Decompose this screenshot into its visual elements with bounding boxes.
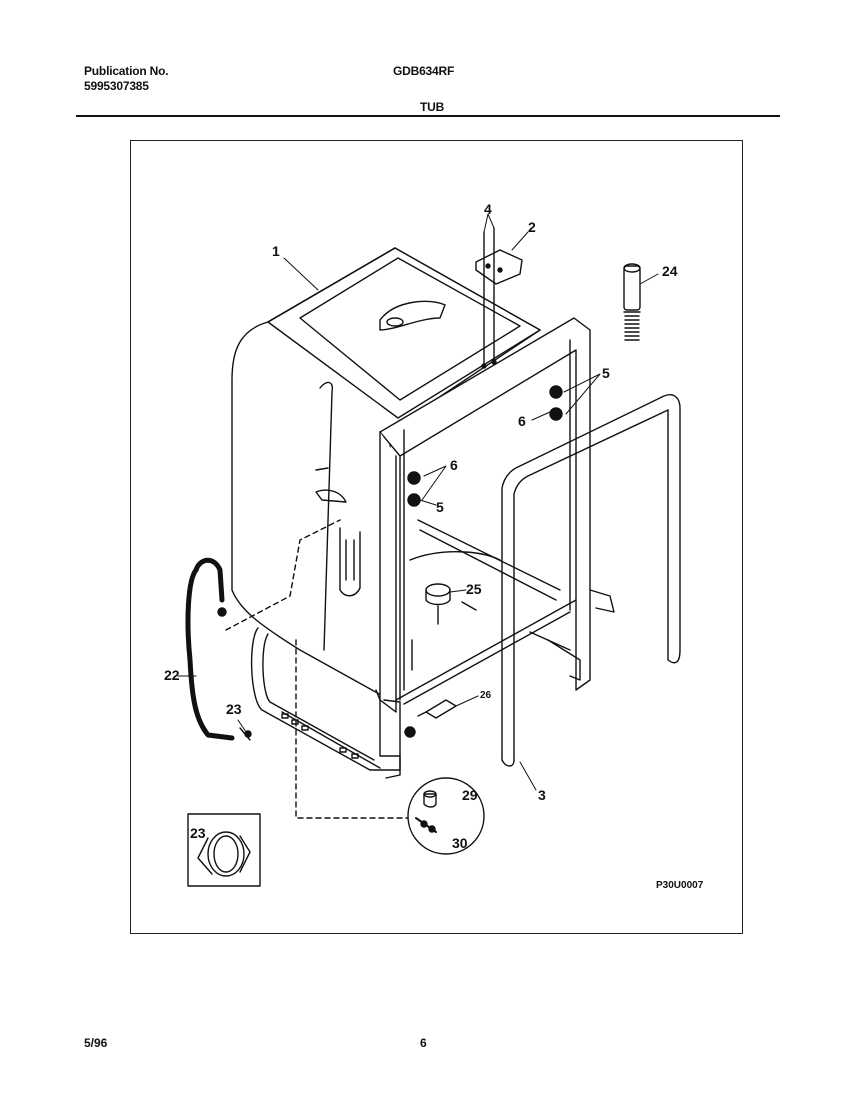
mounting-bracket	[475, 227, 523, 369]
publication-label: Publication No.	[84, 64, 169, 78]
callout-25: 25	[466, 581, 482, 597]
page-number: 6	[420, 1036, 427, 1050]
section-title: TUB	[420, 100, 445, 114]
base-rail	[250, 627, 401, 779]
model-number: GDB634RF	[393, 64, 455, 78]
callout-29: 29	[462, 787, 478, 803]
leveling-leg	[623, 263, 641, 341]
callout-6-right: 6	[518, 413, 526, 429]
callout-3: 3	[538, 787, 546, 803]
callout-23-detail: 23	[190, 825, 206, 841]
callout-30: 30	[452, 835, 468, 851]
callout-1: 1	[272, 243, 280, 259]
callout-26: 26	[480, 690, 492, 701]
detail-circle	[407, 777, 485, 855]
door-frame	[379, 317, 615, 713]
footer-date: 5/96	[84, 1036, 108, 1050]
door-gasket	[501, 394, 681, 767]
connector-part	[417, 699, 457, 719]
callout-5-right: 5	[602, 365, 610, 381]
base-bolt	[404, 726, 416, 738]
diagram-frame	[130, 140, 743, 934]
callout-23: 23	[226, 701, 242, 717]
callout-22: 22	[164, 667, 180, 683]
drain-hose	[185, 557, 235, 741]
callout-5-left: 5	[436, 499, 444, 515]
callout-2: 2	[528, 219, 536, 235]
callout-6-left: 6	[450, 457, 458, 473]
figure-code: P30U0007	[656, 880, 704, 891]
hose-clamp	[239, 727, 252, 741]
callout-4: 4	[484, 201, 492, 217]
spray-hub	[411, 583, 477, 671]
header-rule	[76, 115, 780, 117]
clamp-detail-box	[187, 813, 261, 887]
callout-24: 24	[662, 263, 678, 279]
reference-dashes	[225, 519, 421, 819]
publication-number: 5995307385	[84, 79, 149, 93]
nuts-washers	[407, 385, 563, 507]
